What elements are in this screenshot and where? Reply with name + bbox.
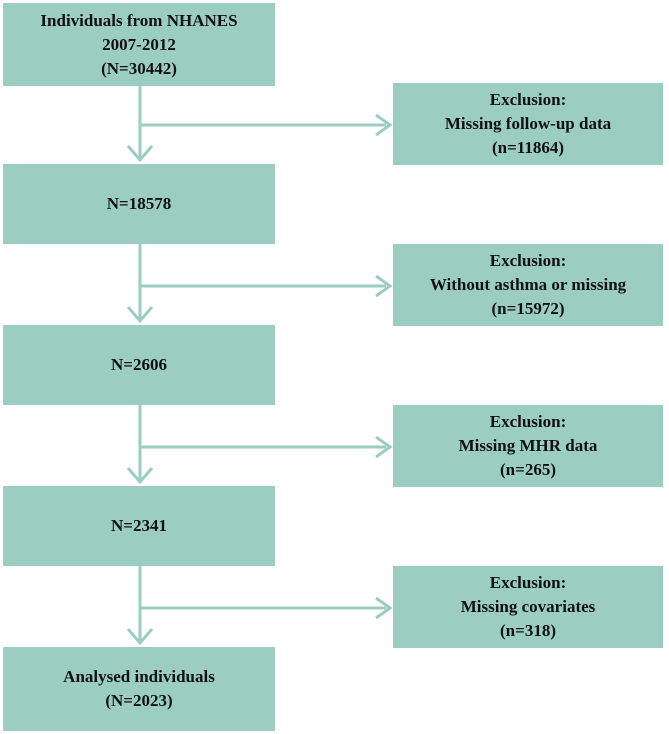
- box-line: (n=318): [500, 621, 556, 640]
- box-line: (n=15972): [491, 299, 565, 318]
- box-line: Exclusion:: [489, 573, 567, 592]
- cohort-box-step-3: N=2341: [3, 486, 275, 566]
- box-line: Without asthma or missing: [429, 275, 627, 294]
- box-line: (N=30442): [101, 58, 177, 78]
- box-line: Exclusion:: [489, 412, 567, 431]
- arrowhead-icon: [126, 628, 154, 646]
- arrowhead-icon: [375, 596, 393, 620]
- cohort-box-step-1: N=18578: [3, 164, 275, 244]
- exclusion-box-3: Exclusion: Missing MHR data (n=265): [393, 405, 663, 487]
- exclusion-box-4: Exclusion: Missing covariates (n=318): [393, 566, 663, 648]
- arrowhead-icon: [126, 145, 154, 163]
- box-line: (n=265): [500, 460, 556, 479]
- cohort-box-initial: Individuals from NHANES 2007-2012 (N=304…: [3, 3, 275, 86]
- box-line: Missing covariates: [460, 597, 596, 616]
- box-line: 2007-2012: [102, 34, 176, 54]
- box-line: Analysed individuals: [63, 667, 215, 686]
- box-line: (N=2023): [105, 691, 173, 710]
- box-line: Exclusion:: [489, 251, 567, 270]
- box-line: N=2341: [111, 516, 167, 535]
- box-line: N=2606: [111, 355, 167, 374]
- box-line: N=18578: [106, 194, 172, 213]
- arrowhead-icon: [375, 435, 393, 459]
- box-line: Individuals from NHANES: [40, 10, 238, 30]
- arrowhead-icon: [375, 113, 393, 137]
- exclusion-box-1: Exclusion: Missing follow-up data (n=118…: [393, 83, 663, 165]
- box-line: (n=11864): [491, 138, 565, 157]
- cohort-box-step-2: N=2606: [3, 325, 275, 405]
- box-line: Exclusion:: [489, 90, 567, 109]
- cohort-box-final: Analysed individuals (N=2023): [3, 647, 275, 731]
- arrowhead-icon: [126, 467, 154, 485]
- box-line: Missing follow-up data: [444, 114, 612, 133]
- arrowhead-icon: [375, 274, 393, 298]
- box-line: Missing MHR data: [458, 436, 598, 455]
- arrowhead-icon: [126, 306, 154, 324]
- exclusion-box-2: Exclusion: Without asthma or missing (n=…: [393, 244, 663, 326]
